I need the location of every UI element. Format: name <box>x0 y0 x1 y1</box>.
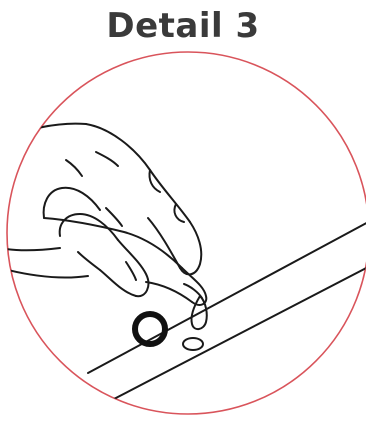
droplet-icon <box>183 338 203 350</box>
detail-circle-border <box>7 52 366 414</box>
